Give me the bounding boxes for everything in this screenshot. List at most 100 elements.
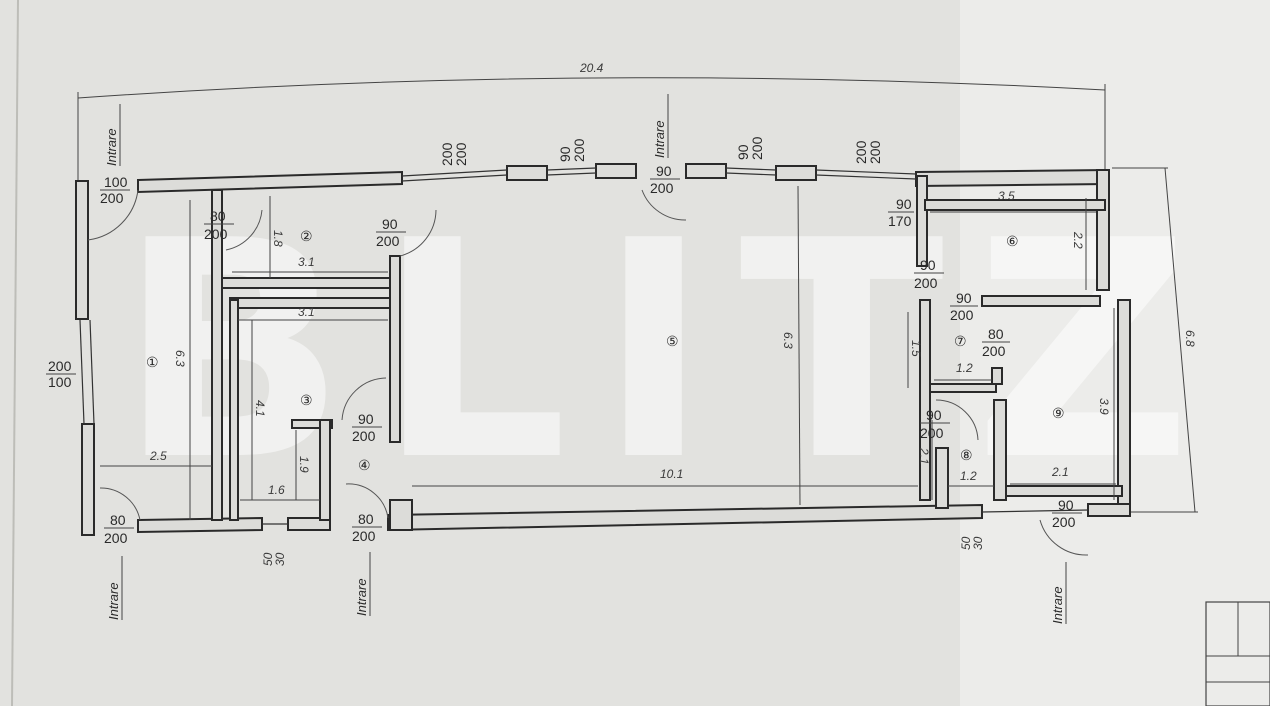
paper-left (0, 0, 960, 706)
svg-text:Intrare: Intrare (354, 578, 369, 616)
svg-text:90: 90 (920, 257, 936, 273)
opening-r7-right: 80 200 (982, 326, 1010, 359)
svg-text:90: 90 (1058, 497, 1074, 513)
inner-walls (211, 175, 1123, 531)
room-4: ④ (358, 457, 371, 473)
svg-text:80: 80 (110, 512, 126, 528)
svg-text:90: 90 (956, 290, 972, 306)
entrance-markers: Intrare Intrare Intrare Intrare Intrare (104, 94, 1067, 624)
svg-text:200: 200 (48, 358, 72, 374)
opening-r7-door: 90 200 (950, 290, 978, 323)
opening-top-left: 100 200 (100, 174, 130, 206)
dim-r8-width: 1.2 (960, 469, 977, 483)
svg-text:200: 200 (982, 343, 1006, 359)
opening-labels: 100 200 200 100 80 200 90 200 80 200 90 … (46, 136, 1082, 566)
svg-text:90: 90 (896, 196, 912, 212)
dim-r3b-width: 1.6 (268, 483, 285, 497)
svg-text:Intrare: Intrare (104, 128, 119, 166)
room-3: ③ (300, 392, 313, 408)
dim-r3-height: 4.1 (253, 400, 267, 417)
svg-text:100: 100 (104, 174, 128, 190)
room-1: ① (146, 354, 159, 370)
outer-walls (75, 163, 1131, 536)
svg-text:200: 200 (853, 140, 869, 164)
dim-r7-height: 1.5 (909, 340, 923, 357)
opening-r9-bottom: 90 200 (1052, 497, 1082, 530)
svg-text:200: 200 (376, 233, 400, 249)
svg-text:100: 100 (48, 374, 72, 390)
opening-small-2: 50 30 (959, 536, 985, 550)
dim-r6-width: 3.5 (998, 189, 1015, 203)
opening-left-window: 200 100 (46, 358, 76, 390)
window-lines (79, 167, 1089, 525)
room-numbers: ① ② ③ ④ ⑤ ⑥ ⑦ ⑧ ⑨ (146, 228, 1065, 473)
opening-window-3: 90 200 (735, 136, 765, 160)
opening-r2-right: 90 200 (376, 216, 406, 249)
entrance-top-left: Intrare (104, 104, 121, 166)
door-swings (87, 189, 1089, 556)
svg-text:Intrare: Intrare (652, 120, 667, 158)
svg-text:200: 200 (104, 530, 128, 546)
svg-text:200: 200 (950, 307, 974, 323)
opening-r8-door: 90 200 (920, 407, 950, 441)
svg-text:200: 200 (920, 425, 944, 441)
dimension-labels: 6.3 2.5 1.8 3.1 3.1 4.1 1.9 1.6 6.3 10.1… (149, 189, 1111, 497)
dim-r6-height: 2.2 (1071, 231, 1085, 249)
opening-main-door: 90 200 (650, 163, 680, 196)
svg-text:90: 90 (735, 144, 751, 160)
dim-r3b-height: 1.9 (297, 456, 311, 473)
svg-text:200: 200 (571, 138, 587, 162)
opening-r4-side: 90 200 (352, 411, 382, 444)
watermark: BLITZ (118, 177, 1222, 526)
dim-r9-height: 3.9 (1097, 398, 1111, 415)
svg-text:80: 80 (210, 208, 226, 224)
svg-text:30: 30 (273, 552, 287, 566)
svg-text:Intrare: Intrare (106, 582, 121, 620)
svg-text:90: 90 (656, 163, 672, 179)
opening-window-4: 200 200 (853, 140, 883, 164)
dim-r5-height: 6.3 (781, 332, 795, 349)
room-6: ⑥ (1006, 233, 1019, 249)
svg-text:200: 200 (453, 142, 469, 166)
svg-text:90: 90 (382, 216, 398, 232)
opening-r6-low: 90 200 (914, 257, 944, 291)
svg-text:170: 170 (888, 213, 912, 229)
opening-r1-bottom: 80 200 (104, 512, 134, 546)
opening-window-1: 200 200 (439, 142, 469, 166)
svg-text:200: 200 (439, 142, 455, 166)
dim-r1-width: 2.5 (149, 449, 167, 463)
svg-text:Intrare: Intrare (1050, 586, 1065, 624)
svg-text:200: 200 (352, 428, 376, 444)
dimension-lines (100, 185, 1116, 520)
entrance-bottom-center: Intrare (354, 552, 371, 616)
svg-text:200: 200 (749, 136, 765, 160)
dim-r7-width: 1.2 (956, 361, 973, 375)
svg-text:80: 80 (358, 511, 374, 527)
overall-depth-label: 6.8 (1183, 330, 1197, 347)
opening-window-2: 90 200 (557, 138, 587, 162)
room-2: ② (300, 228, 313, 244)
opening-small-1: 50 30 (261, 552, 287, 566)
svg-text:200: 200 (914, 275, 938, 291)
overall-length-label: 20.4 (579, 61, 604, 75)
svg-text:200: 200 (204, 226, 228, 242)
dim-r2-width: 3.1 (298, 255, 315, 269)
dim-r5-width: 10.1 (660, 467, 683, 481)
room-5: ⑤ (666, 333, 679, 349)
opening-r6-left: 90 170 (888, 196, 914, 229)
svg-text:200: 200 (100, 190, 124, 206)
svg-text:50: 50 (261, 552, 275, 566)
svg-text:80: 80 (988, 326, 1004, 342)
dim-r2-height: 1.8 (271, 230, 285, 247)
overall-length-dimension: 20.4 (77, 61, 1106, 180)
svg-text:90: 90 (557, 146, 573, 162)
entrance-bottom-right: Intrare (1050, 562, 1067, 624)
dim-r1-height: 6.3 (173, 350, 187, 367)
entrance-top-center: Intrare (652, 94, 669, 158)
room-9: ⑨ (1052, 405, 1065, 421)
dim-r9-width: 2.1 (1051, 465, 1069, 479)
paper-edge (11, 0, 19, 706)
svg-text:90: 90 (926, 407, 942, 423)
room-7: ⑦ (954, 333, 967, 349)
